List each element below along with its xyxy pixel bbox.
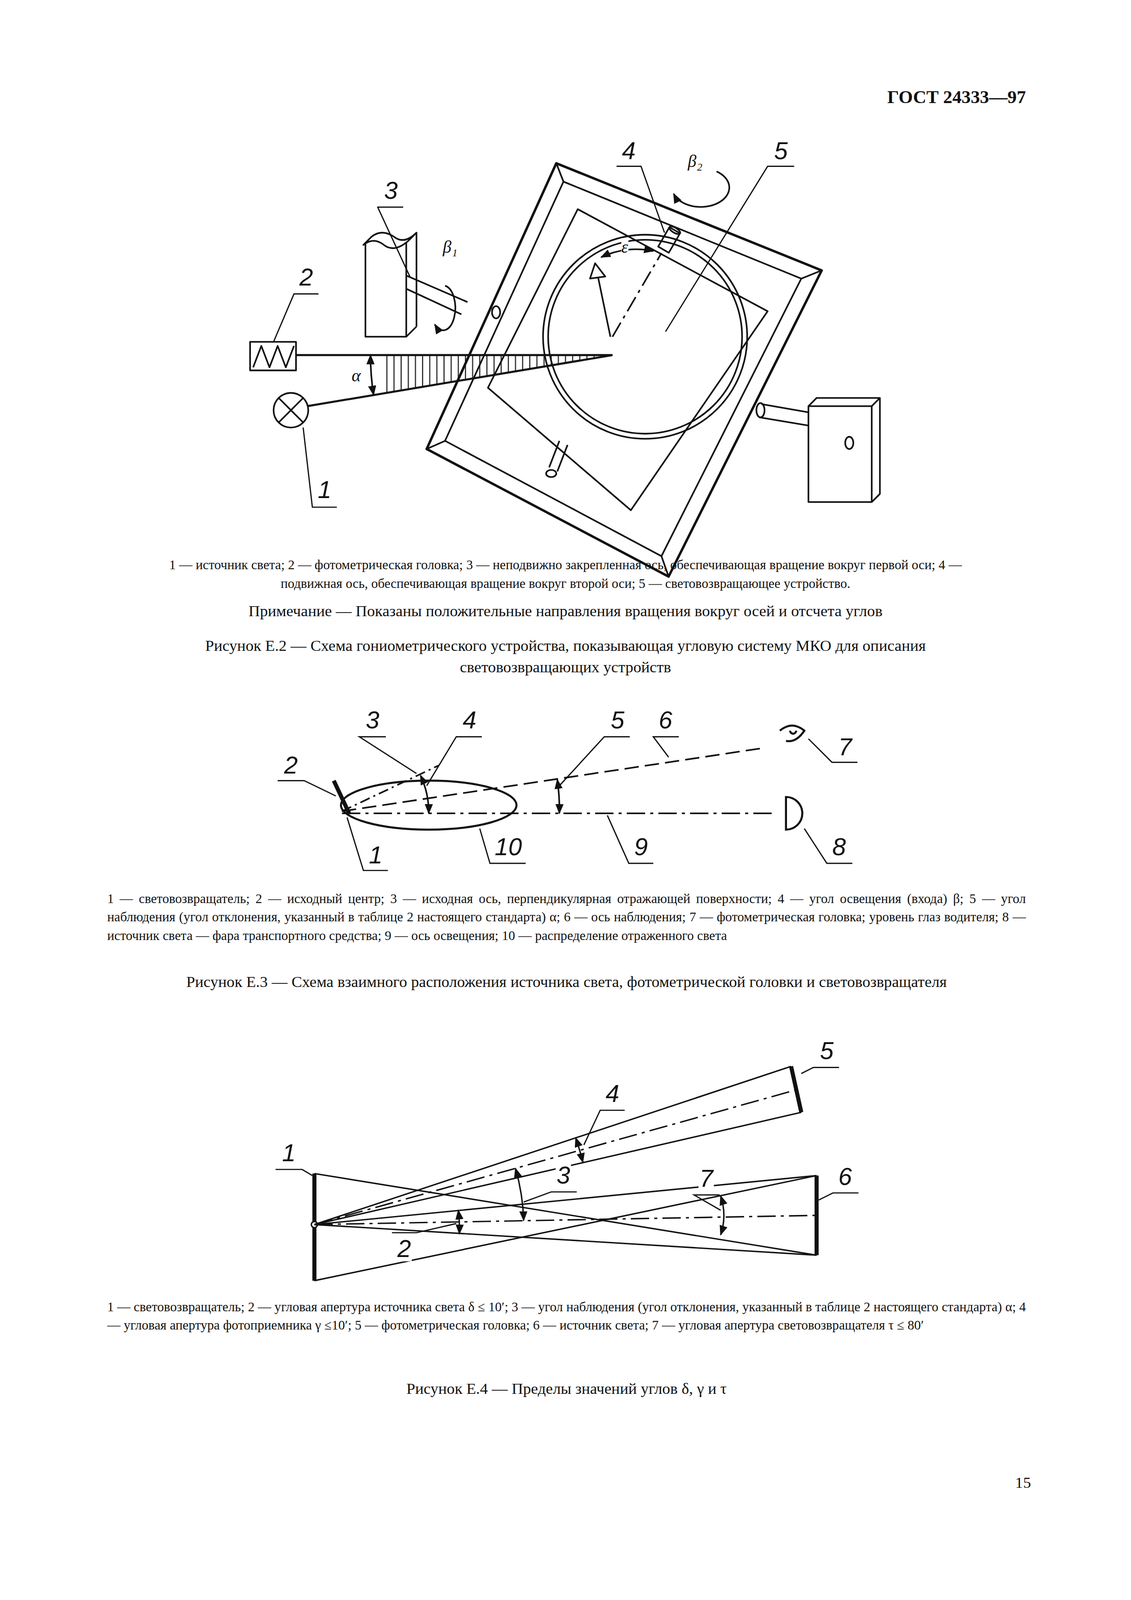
callout-number: 5 <box>818 1039 835 1064</box>
callout-number: 1 <box>367 843 384 868</box>
callout-number: 3 <box>383 178 399 204</box>
caption-text: Рисунок Е.3 — Схема взаимного расположен… <box>142 970 991 993</box>
figure-e4 <box>275 1066 859 1282</box>
callout-number: 3 <box>555 1163 572 1189</box>
callout-number: 2 <box>396 1237 412 1262</box>
callout-number: 3 <box>364 708 381 734</box>
callout-number: 9 <box>633 834 649 860</box>
callout-number: 2 <box>282 753 299 778</box>
caption-text: Рисунок Е.2 — Схема гониометрического ус… <box>153 635 979 678</box>
callout-number: 8 <box>831 834 847 860</box>
callout-number: 6 <box>657 708 674 734</box>
caption-text: Рисунок Е.4 — Пределы значений углов δ, … <box>142 1377 991 1400</box>
figure-e3 <box>277 725 858 871</box>
page-number: 15 <box>979 1471 1032 1494</box>
caption-text: 1 — световозвращатель; 2 — исходный цент… <box>107 890 1027 946</box>
caption-text: 1 — источник света; 2 — фотометрическая … <box>140 556 991 594</box>
callout-number: 10 <box>493 834 523 860</box>
angle-symbol: β₂ <box>687 152 703 170</box>
caption-text: 1 — световозвращатель; 2 — угловая аперт… <box>107 1298 1027 1336</box>
callout-number: 7 <box>698 1166 715 1192</box>
caption-text: Примечание — Показаны положительные напр… <box>140 600 991 622</box>
angle-symbol: ε <box>621 238 629 256</box>
figure-e2 <box>250 163 880 577</box>
callout-number: 6 <box>837 1164 853 1190</box>
callout-number: 7 <box>837 734 853 760</box>
callout-number: 5 <box>772 138 789 164</box>
callout-number: 4 <box>620 138 637 164</box>
callout-number: 5 <box>609 708 626 734</box>
callout-number: 4 <box>604 1082 621 1107</box>
angle-symbol: α <box>351 366 361 385</box>
callout-number: 2 <box>298 265 314 291</box>
page-header: ГОСТ 24333—97 <box>887 87 1027 106</box>
callout-number: 4 <box>461 708 478 734</box>
callout-number: 1 <box>316 477 333 503</box>
callout-number: 1 <box>281 1141 297 1166</box>
angle-symbol: β₁ <box>443 238 458 256</box>
